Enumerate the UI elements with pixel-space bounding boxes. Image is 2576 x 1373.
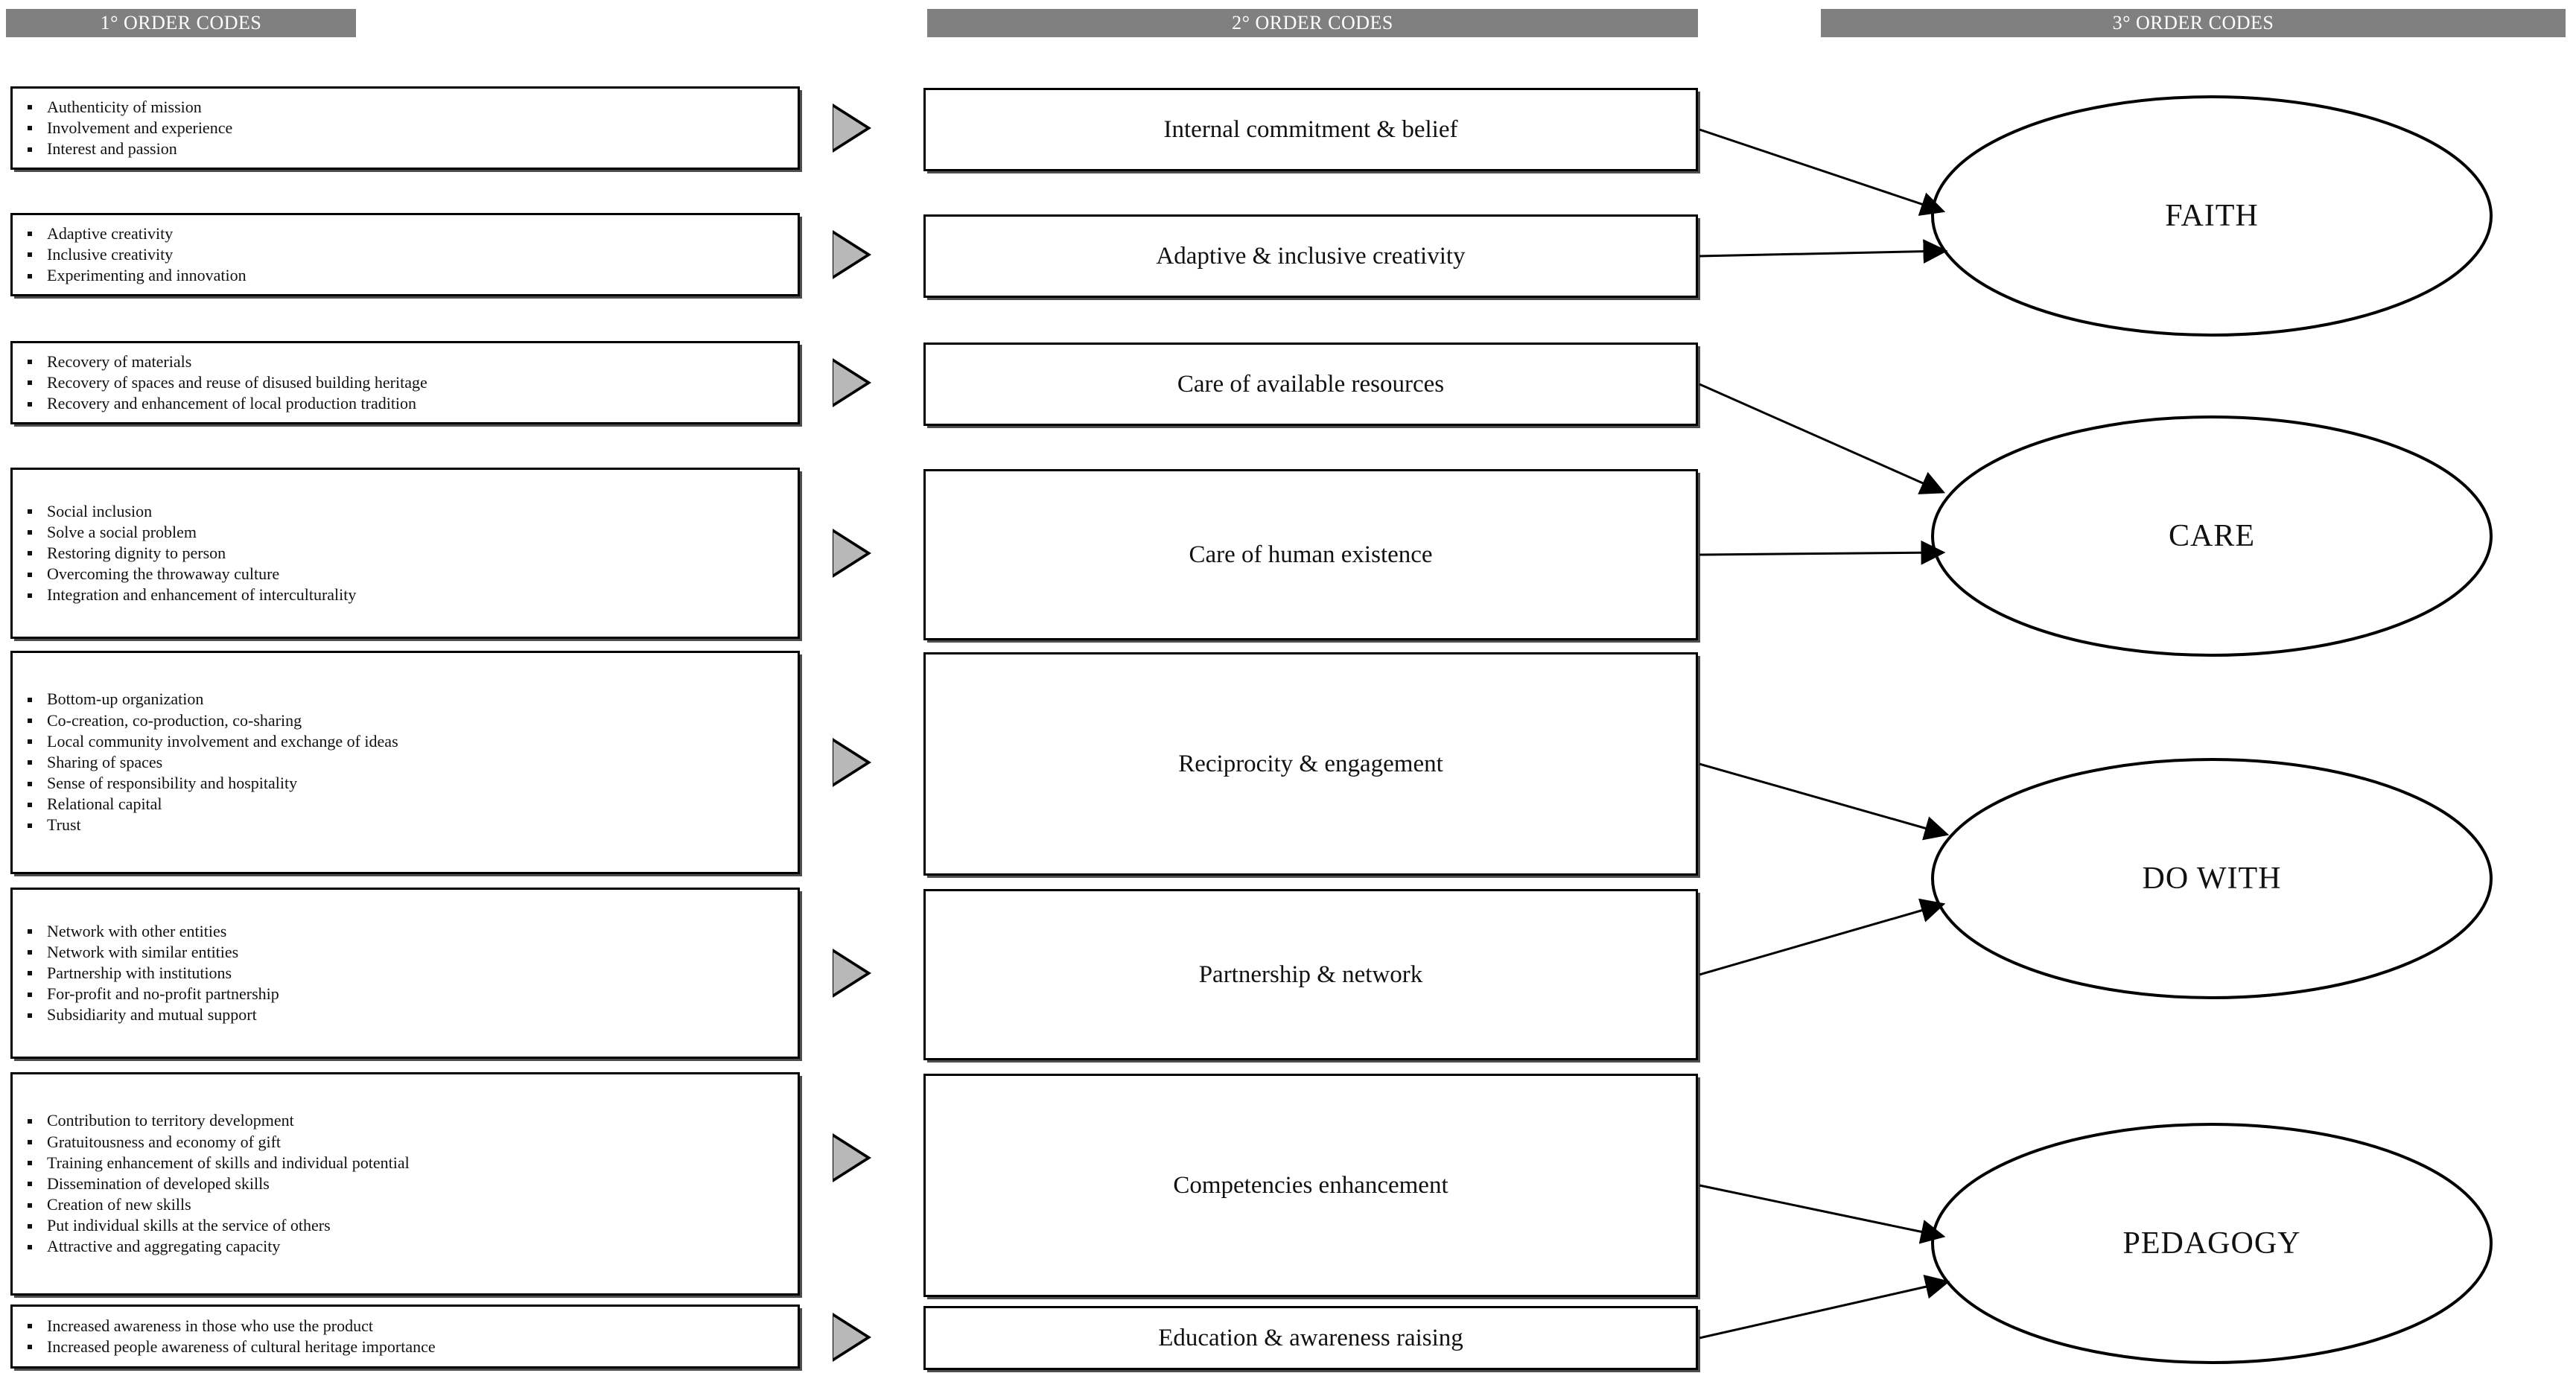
first-order-group-1: Authenticity of mission Involvement and …: [10, 86, 800, 170]
list-item: Interest and passion: [28, 138, 787, 159]
first-order-list: Increased awareness in those who use the…: [13, 1316, 798, 1357]
second-order-code-7: Competencies enhancement: [923, 1074, 1698, 1297]
list-item: Authenticity of mission: [28, 97, 787, 118]
first-order-list: Social inclusion Solve a social problem …: [13, 501, 798, 606]
first-order-group-7: Contribution to territory development Gr…: [10, 1072, 800, 1296]
list-item: Recovery and enhancement of local produc…: [28, 393, 787, 414]
list-item: Relational capital: [28, 794, 787, 815]
list-item: Involvement and experience: [28, 118, 787, 138]
list-item: Put individual skills at the service of …: [28, 1215, 787, 1236]
list-item: Partnership with institutions: [28, 963, 787, 984]
first-order-group-6: Network with other entities Network with…: [10, 888, 800, 1059]
list-item: Network with similar entities: [28, 942, 787, 963]
triangle-fill: [833, 362, 866, 404]
list-item: Dissemination of developed skills: [28, 1173, 787, 1194]
second-order-code-8: Education & awareness raising: [923, 1306, 1698, 1370]
connector-s5-do-with: [1699, 762, 1950, 841]
first-order-list: Network with other entities Network with…: [13, 921, 798, 1026]
first-order-list: Adaptive creativity Inclusive creativity…: [13, 223, 798, 286]
list-item: Gratuitousness and economy of gift: [28, 1132, 787, 1153]
list-item: Attractive and aggregating capacity: [28, 1236, 787, 1257]
list-item: Social inclusion: [28, 501, 787, 522]
connector-s2-faith: [1699, 239, 1948, 264]
connector-s8-pedagogy: [1699, 1274, 1950, 1339]
triangle-fill: [833, 234, 866, 275]
list-item: Trust: [28, 815, 787, 835]
list-item: Overcoming the throwaway culture: [28, 564, 787, 584]
first-order-list: Authenticity of mission Involvement and …: [13, 97, 798, 159]
triangle-fill: [833, 1137, 866, 1179]
list-item: Subsidiarity and mutual support: [28, 1004, 787, 1025]
column-header-second-order: 2° ORDER CODES: [927, 9, 1698, 37]
list-item: Restoring dignity to person: [28, 543, 787, 564]
first-order-list: Recovery of materials Recovery of spaces…: [13, 351, 798, 414]
connector-s3-care: [1699, 383, 1946, 494]
third-order-label-do-with: DO WITH: [2142, 861, 2282, 896]
first-order-group-5: Bottom-up organization Co-creation, co-p…: [10, 651, 800, 874]
list-item: Experimenting and innovation: [28, 265, 787, 286]
triangle-fill: [833, 1316, 866, 1358]
column-header-third-order: 3° ORDER CODES: [1821, 9, 2566, 37]
list-item: Co-creation, co-production, co-sharing: [28, 710, 787, 731]
second-order-code-6: Partnership & network: [923, 889, 1698, 1060]
list-item: For-profit and no-profit partnership: [28, 984, 787, 1004]
list-item: Local community involvement and exchange…: [28, 731, 787, 752]
first-order-group-4: Social inclusion Solve a social problem …: [10, 468, 800, 639]
triangle-fill: [833, 532, 866, 574]
connector-s1-faith: [1699, 128, 1946, 216]
third-order-label-pedagogy: PEDAGOGY: [2122, 1226, 2301, 1261]
list-item: Network with other entities: [28, 921, 787, 942]
first-order-list: Contribution to territory development Gr…: [13, 1110, 798, 1257]
list-item: Creation of new skills: [28, 1194, 787, 1215]
list-item: Integration and enhancement of intercult…: [28, 584, 787, 605]
third-order-label-care: CARE: [2168, 519, 2255, 553]
list-item: Training enhancement of skills and indiv…: [28, 1153, 787, 1173]
triangle-fill: [833, 952, 866, 994]
connector-s6-do-with: [1699, 898, 1946, 976]
first-order-group-3: Recovery of materials Recovery of spaces…: [10, 341, 800, 424]
list-item: Recovery of materials: [28, 351, 787, 372]
column-header-first-order: 1° ORDER CODES: [6, 9, 356, 37]
list-item: Solve a social problem: [28, 522, 787, 543]
connector-s4-care: [1699, 540, 1946, 565]
second-order-code-4: Care of human existence: [923, 469, 1698, 640]
second-order-code-1: Internal commitment & belief: [923, 88, 1698, 171]
triangle-fill: [833, 742, 866, 783]
list-item: Sense of responsibility and hospitality: [28, 773, 787, 794]
first-order-group-8: Increased awareness in those who use the…: [10, 1304, 800, 1369]
list-item: Contribution to territory development: [28, 1110, 787, 1131]
list-item: Adaptive creativity: [28, 223, 787, 244]
list-item: Increased awareness in those who use the…: [28, 1316, 787, 1337]
triangle-fill: [833, 107, 866, 149]
list-item: Increased people awareness of cultural h…: [28, 1337, 787, 1357]
connector-s7-pedagogy: [1699, 1184, 1946, 1244]
list-item: Sharing of spaces: [28, 752, 787, 773]
list-item: Bottom-up organization: [28, 689, 787, 710]
second-order-code-3: Care of available resources: [923, 343, 1698, 426]
third-order-label-faith: FAITH: [2165, 199, 2259, 233]
list-item: Recovery of spaces and reuse of disused …: [28, 372, 787, 393]
first-order-group-2: Adaptive creativity Inclusive creativity…: [10, 213, 800, 296]
list-item: Inclusive creativity: [28, 244, 787, 265]
second-order-code-5: Reciprocity & engagement: [923, 652, 1698, 876]
second-order-code-2: Adaptive & inclusive creativity: [923, 214, 1698, 298]
first-order-list: Bottom-up organization Co-creation, co-p…: [13, 689, 798, 835]
